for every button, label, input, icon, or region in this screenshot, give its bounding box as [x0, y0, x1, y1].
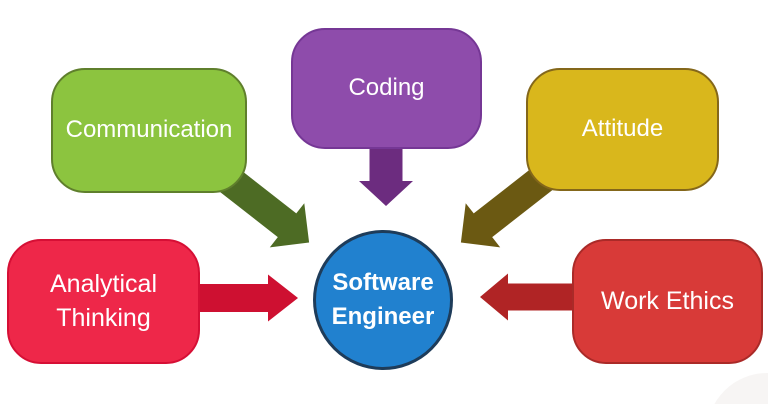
node-work-ethics-label: Work Ethics: [601, 286, 734, 315]
coding-arrow-icon: [359, 142, 413, 206]
node-analytical-thinking-label: Analytical Thinking: [50, 269, 157, 332]
center-node-label: Software Engineer: [331, 269, 435, 330]
communication-arrow-icon: [214, 164, 310, 248]
node-coding-label: Coding: [348, 74, 425, 102]
node-communication-label: Communication: [65, 116, 233, 144]
analytical-thinking-arrow-icon: [198, 274, 298, 322]
attitude-arrow-icon: [460, 164, 556, 248]
node-attitude-label: Attitude: [581, 115, 664, 143]
node-communication: Communication: [51, 68, 247, 193]
node-attitude: Attitude: [526, 68, 719, 191]
work-ethics-arrow-icon: [480, 273, 574, 321]
center-node-software-engineer: Software Engineer: [313, 230, 453, 370]
node-work-ethics: Work Ethics: [572, 239, 763, 364]
node-coding: Coding: [291, 28, 482, 149]
node-analytical-thinking: Analytical Thinking: [7, 239, 200, 364]
